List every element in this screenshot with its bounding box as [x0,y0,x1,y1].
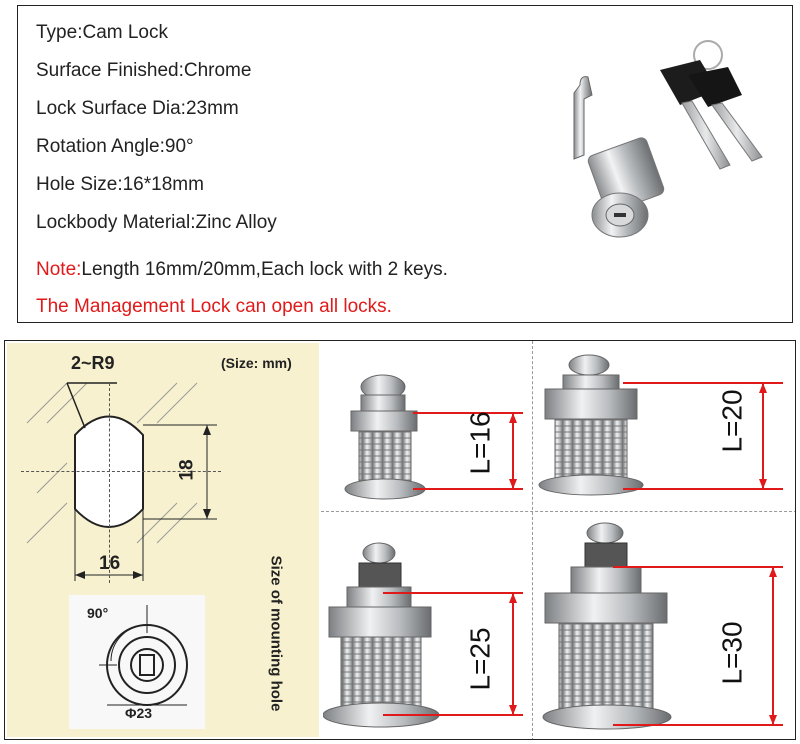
centerline-vertical [109,383,110,583]
height-dimension: 18 [176,459,198,481]
spec-box [17,5,793,323]
spec-surface: Surface Finished:Chrome [36,60,252,81]
lock-30-photo [542,522,672,730]
width-dimension: 16 [99,553,121,574]
lock-20-photo [538,354,644,496]
size-unit-label: (Size: mm) [221,355,292,371]
length-markers [383,382,783,726]
lock-16-photo [344,374,426,500]
dia-label: Φ23 [125,705,153,721]
radius-label: 2~R9 [71,353,115,373]
spec-dia: Lock Surface Dia:23mm [36,98,239,119]
lock-length-photos [323,354,783,730]
length-20-label: L=20 [716,389,748,453]
note-label: Note: [36,259,82,280]
spec-note: Note:Length 16mm/20mm,Each lock with 2 k… [36,259,448,281]
spec-rotation: Rotation Angle:90° [36,136,194,157]
spec-hole: Hole Size:16*18mm [36,174,204,195]
cam-lock-product-image [573,40,763,238]
hole-outline-drawing [26,382,217,729]
angle-label: 90° [87,605,109,621]
lock-25-photo [323,542,440,728]
spec-management: The Management Lock can open all locks. [36,296,392,317]
tile-divider-vertical [532,341,533,739]
note-text: Length 16mm/20mm,Each lock with 2 keys. [81,259,448,280]
length-30-label: L=30 [716,621,748,685]
length-25-label: L=25 [464,627,496,691]
mounting-hole-drawing: 2~R9 (Size: mm) 18 16 Size of mounting h… [7,343,319,737]
spec-material: Lockbody Material:Zinc Alloy [36,212,277,233]
length-16-label: L=16 [464,411,496,475]
dimension-panel: 2~R9 (Size: mm) 18 16 Size of mounting h… [4,340,796,740]
centerline-horizontal [21,471,221,472]
tile-divider-horizontal [321,511,795,512]
mounting-note: Size of mounting hole [267,555,285,712]
spec-type: Type:Cam Lock [36,22,168,43]
